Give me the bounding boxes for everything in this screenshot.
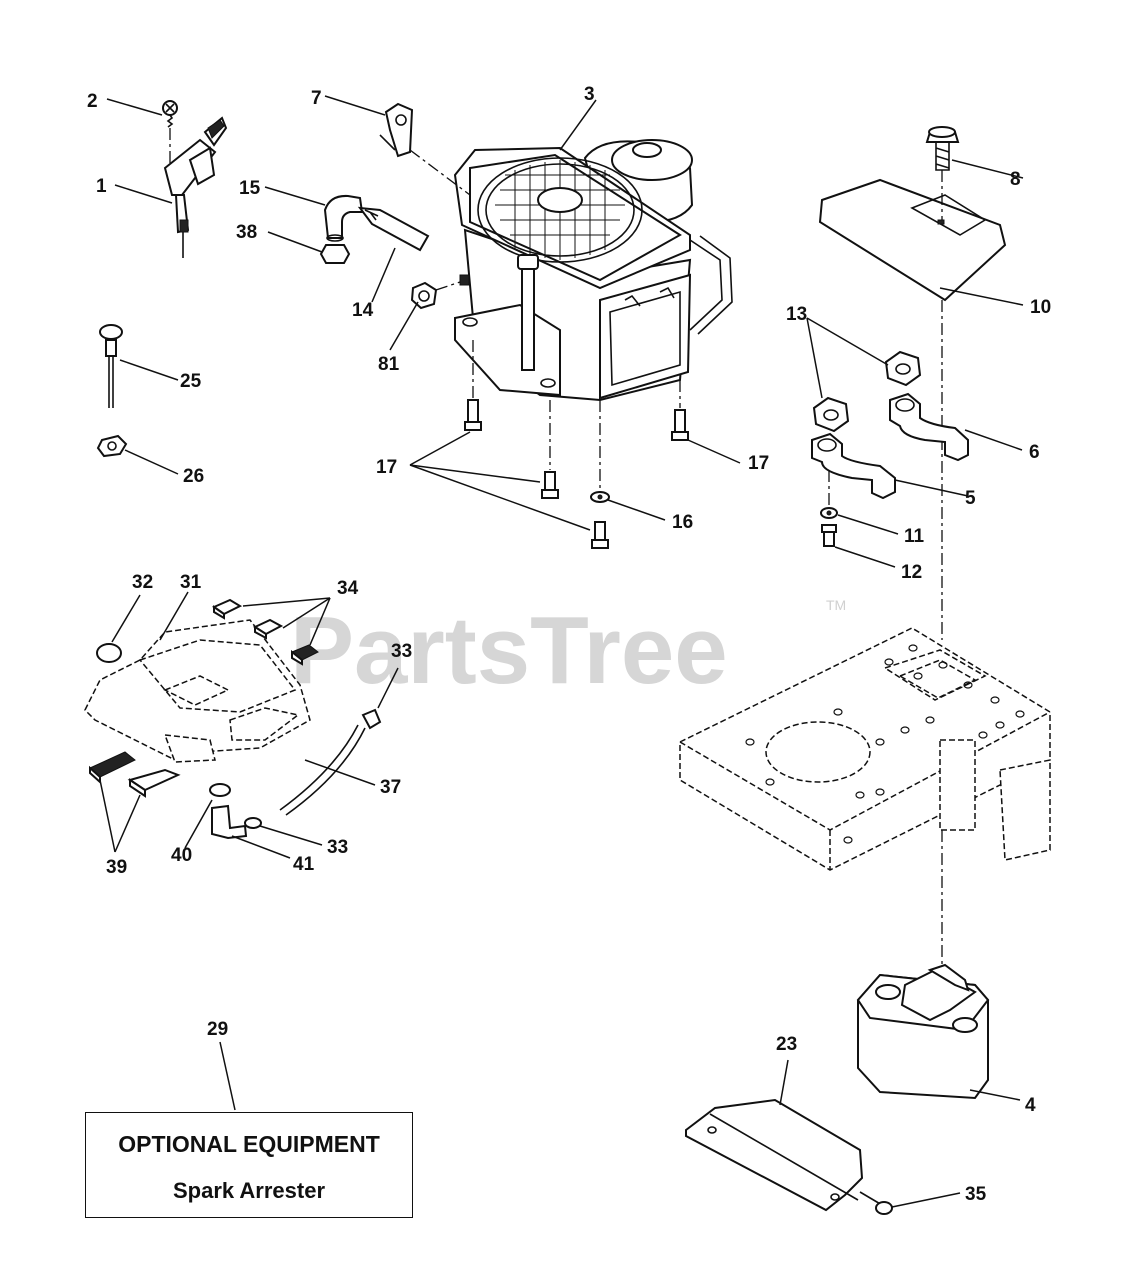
leader-lines — [99, 95, 1024, 1208]
optional-equipment-title: OPTIONAL EQUIPMENT — [118, 1131, 380, 1157]
part-37-fuel-line — [279, 724, 366, 816]
part-23-spark-arrester — [685, 1098, 864, 1212]
label-part-16: 16 — [672, 512, 693, 533]
part-5-exhaust-pipe — [811, 432, 896, 500]
part-4-muffler — [856, 963, 990, 1100]
part-25-knob — [99, 324, 123, 408]
label-part-35: 35 — [965, 1184, 987, 1205]
optional-equipment-box: OPTIONAL EQUIPMENT Spark Arrester — [85, 1112, 413, 1218]
part-7-clip — [379, 102, 414, 158]
label-part-29: 29 — [207, 1019, 228, 1040]
label-part-81: 81 — [378, 354, 400, 375]
frame-outline — [679, 627, 1051, 871]
part-15-elbow — [323, 194, 364, 242]
part-number-labels: 2 1 3 8 7 15 38 14 81 10 13 6 5 11 12 17… — [87, 84, 1051, 1205]
label-part-8: 8 — [1010, 169, 1021, 190]
part-33-clamp-lower — [244, 817, 262, 829]
label-part-37: 37 — [380, 777, 401, 798]
label-part-38: 38 — [236, 222, 257, 243]
label-part-13: 13 — [786, 304, 807, 325]
part-12-bolt — [821, 524, 837, 547]
label-part-10: 10 — [1030, 297, 1051, 318]
label-part-17-right: 17 — [748, 453, 769, 474]
part-6-exhaust-pipe — [889, 392, 969, 462]
label-part-31: 31 — [180, 572, 202, 593]
part-35-screw — [859, 1191, 893, 1215]
label-part-41: 41 — [293, 854, 315, 875]
part-17-bolts — [464, 340, 689, 549]
part-38-nut — [319, 244, 351, 264]
label-part-33-lower: 33 — [327, 837, 348, 858]
label-part-34: 34 — [337, 578, 359, 599]
label-part-25: 25 — [180, 371, 202, 392]
label-part-6: 6 — [1029, 442, 1040, 463]
part-16-washer — [590, 491, 610, 503]
label-part-11: 11 — [904, 526, 925, 547]
part-2-screw — [162, 100, 178, 128]
part-33-clamp-upper — [361, 708, 382, 730]
watermark: PartsTree — [290, 597, 728, 704]
part-40-grommet — [209, 783, 231, 797]
part-39-pads — [89, 751, 181, 798]
engine-assembly — [453, 139, 733, 402]
part-14-pipe — [357, 206, 430, 252]
part-8-bolt — [925, 126, 960, 171]
label-part-12: 12 — [901, 562, 922, 583]
label-part-17-left: 17 — [376, 457, 397, 478]
part-1-throttle-control — [163, 116, 228, 258]
optional-equipment-subtitle: Spark Arrester — [172, 1178, 326, 1203]
part-34-pads — [211, 598, 319, 666]
part-32-cap — [96, 643, 122, 663]
label-part-40: 40 — [171, 845, 192, 866]
part-26-nut — [96, 434, 128, 458]
label-part-39: 39 — [106, 857, 127, 878]
label-part-14: 14 — [352, 300, 374, 321]
part-10-heat-shield — [818, 178, 1007, 302]
label-part-1: 1 — [96, 176, 107, 197]
part-11-washer — [820, 507, 838, 519]
part-41-fuel-valve — [211, 804, 248, 840]
label-part-33-upper: 33 — [391, 641, 412, 662]
label-part-23: 23 — [776, 1034, 797, 1055]
label-part-15: 15 — [239, 178, 261, 199]
label-part-4: 4 — [1025, 1095, 1036, 1116]
leader-29 — [219, 1041, 236, 1111]
label-part-26: 26 — [183, 466, 204, 487]
label-part-7: 7 — [311, 88, 322, 109]
part-81-fitting — [410, 281, 438, 310]
label-part-32: 32 — [132, 572, 153, 593]
label-part-3: 3 — [584, 84, 595, 105]
part-13-gaskets — [812, 350, 922, 433]
label-part-2: 2 — [87, 91, 98, 112]
part-31-fuel-tank — [84, 619, 311, 763]
label-part-5: 5 — [965, 488, 976, 509]
watermark-trademark: TM — [826, 597, 846, 613]
